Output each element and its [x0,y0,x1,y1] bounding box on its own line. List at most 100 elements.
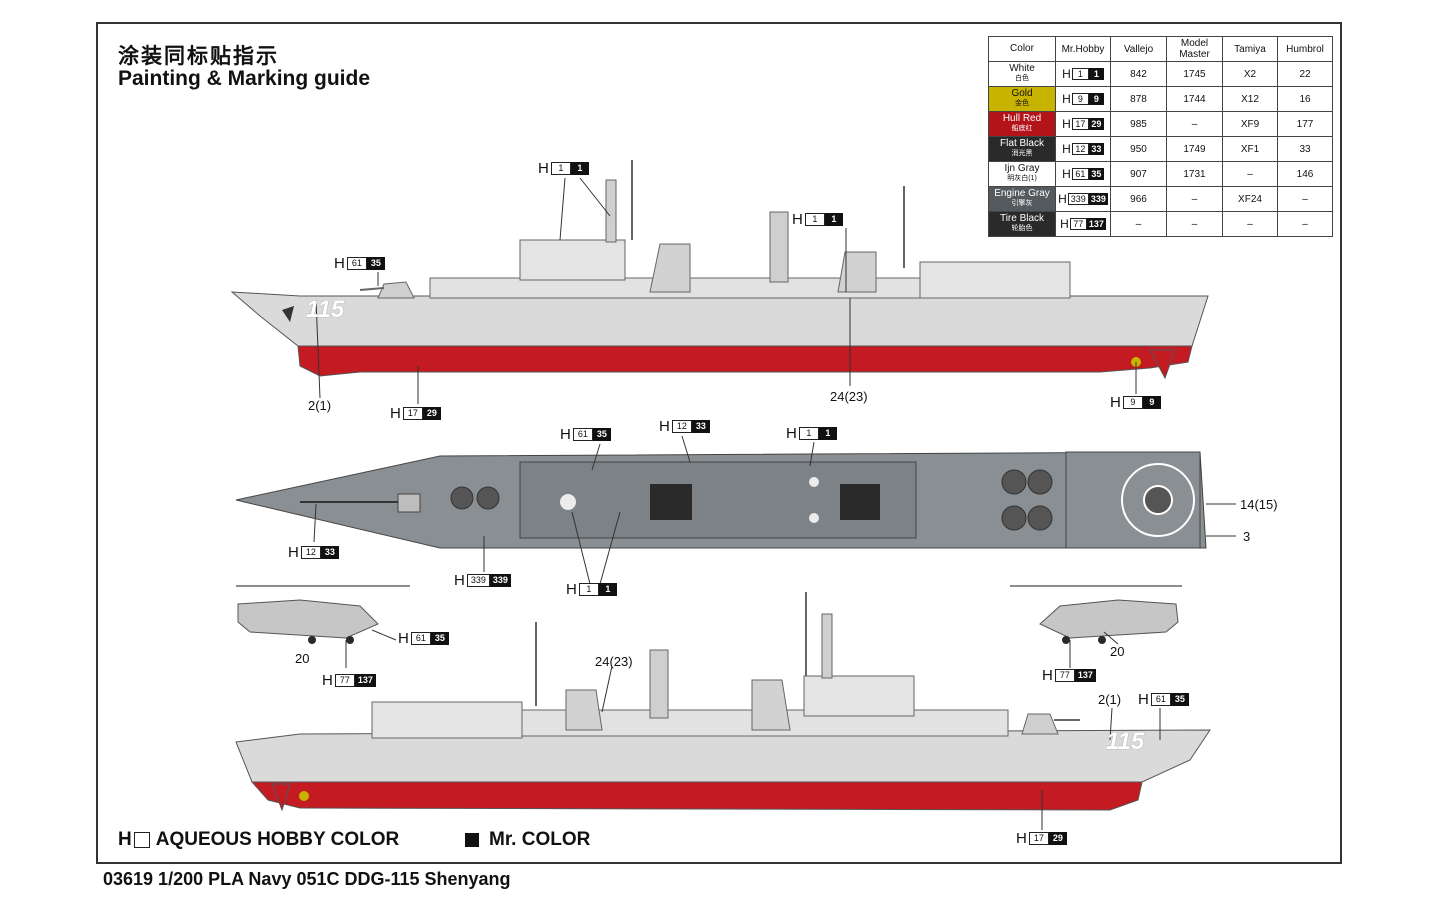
humbrol-cell: 33 [1277,136,1333,162]
table-header-row: Color Mr.Hobby Vallejo Model Master Tami… [988,36,1333,62]
humbrol-cell: 16 [1277,86,1333,112]
vls-cells-fore [450,486,500,510]
part-number-anchor-top: 2(1) [308,398,332,413]
vallejo-cell: 907 [1110,161,1167,187]
color-name: Ijn Gray [1004,163,1040,174]
outline-box-icon [133,832,150,848]
gun-plan [397,493,421,513]
gun-turret-bottom [1021,713,1059,735]
model-master-cell: – [1166,211,1223,237]
color-name: Engine Gray [994,188,1050,199]
model-master-cell: 1744 [1166,86,1223,112]
anchor-top [282,306,294,322]
hangar-block-top [919,261,1071,299]
color-name-cn: 船底红 [1011,125,1033,132]
color-name-cn: 引擎灰 [1011,200,1033,207]
funnel-top-1 [649,243,691,293]
humbrol-cell: 22 [1277,61,1333,87]
hull-number-top: 115 [306,296,345,323]
aqueous-code: 61 [1071,168,1089,180]
mast-bottom-2 [821,613,833,679]
model-master-cell: 1749 [1166,136,1223,162]
title-chinese: 涂装同标贴指示 [118,45,279,68]
legend-mr-color: Mr. COLOR [465,829,590,851]
helicopter-left [236,585,410,644]
humbrol-cell: 146 [1277,161,1333,187]
part-number-helideck: 14(15) [1240,497,1278,512]
color-name-cn: 明灰白(1) [1007,175,1037,182]
color-name: Tire Black [999,213,1045,224]
funnel-top-2 [837,251,877,293]
solid-box-icon [465,833,479,847]
helideck-circle-outer [1121,463,1195,537]
guide-frame [96,22,1342,864]
mr-color-code: 339 [1088,193,1108,205]
color-name: Hull Red [1002,113,1042,124]
part-number-mast-bottom: 24(23) [595,654,633,669]
bridge-block-top [519,239,626,281]
mr-color-code: 35 [1088,168,1104,180]
mr-color-code: 137 [1086,218,1106,230]
rudder-top [1149,349,1176,380]
legend-h-letter: H [118,829,132,850]
part-number-anchor-bottom: 2(1) [1098,692,1122,707]
vallejo-cell: 842 [1110,61,1167,87]
hull-red-lower-top [297,345,1193,377]
gun-turret-top [377,281,415,299]
side-profile-bottom [235,592,1211,812]
header-humbrol: Humbrol [1277,36,1333,62]
hull-gray-top [230,291,1209,347]
gun-barrel-top [359,287,385,291]
mr-color-code: 29 [1088,118,1104,130]
part-number-mast-top: 24(23) [830,389,868,404]
helideck-circle-inner [1143,485,1173,515]
funnel-bottom-1 [751,679,791,731]
vallejo-cell: – [1110,211,1167,237]
color-name: Flat Black [1000,138,1044,149]
side-profile-top [230,160,1209,380]
tamiya-cell: – [1222,161,1278,187]
vallejo-cell: 985 [1110,111,1167,137]
mr-color-code: 33 [1088,143,1104,155]
propeller-bottom [299,791,309,801]
helideck-plan [1065,451,1201,549]
paint-color-table: Color Mr.Hobby Vallejo Model Master Tami… [988,36,1333,237]
bridge-block-bottom [803,675,915,717]
model-master-cell: – [1166,111,1223,137]
radome-plan-1 [560,494,576,510]
model-master-cell: 1731 [1166,161,1223,187]
color-name-cn: 轮胎色 [1011,225,1033,232]
aqueous-code: 12 [1071,143,1089,155]
color-name-cn: 金色 [1015,100,1029,107]
leader-lines [313,177,1236,830]
aqueous-code: 1 [1071,68,1089,80]
legend-mr-color-label: Mr. COLOR [489,829,591,850]
